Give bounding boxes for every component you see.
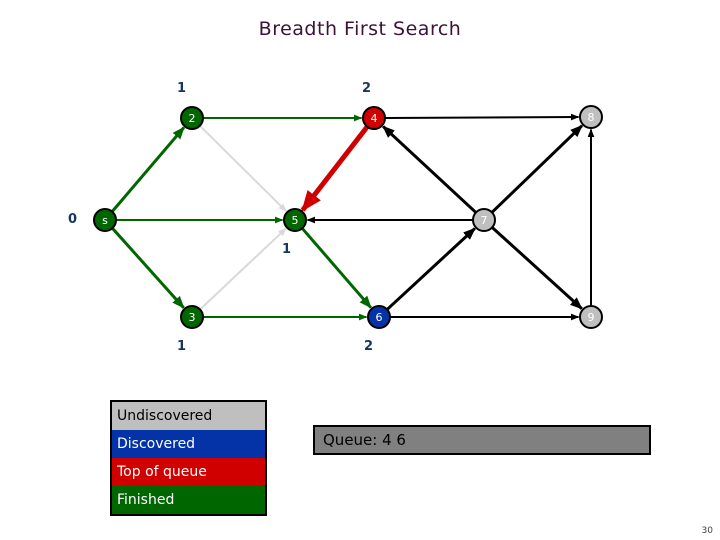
graph-edge-7-4 — [382, 125, 477, 214]
node-label-7: 7 — [481, 214, 488, 227]
graph-edge-5-6 — [301, 227, 372, 309]
graph-node-6[interactable]: 6 — [367, 305, 391, 329]
page-number: 30 — [701, 526, 713, 536]
node-circle-3 — [180, 305, 204, 329]
node-label-9: 9 — [588, 311, 595, 324]
graph-node-4[interactable]: 4 — [362, 106, 386, 130]
distance-label-6: 2 — [364, 339, 374, 354]
graph-edge-s-3 — [111, 227, 185, 309]
graph-edge-7-8 — [491, 124, 584, 214]
node-label-5: 5 — [292, 214, 299, 227]
node-circle-6 — [367, 305, 391, 329]
node-circle-8 — [579, 105, 603, 129]
distance-label-2: 1 — [177, 81, 187, 96]
node-layer: s 2 3 5 4 6 7 8 9 — [93, 105, 603, 329]
graph-edge-2-5 — [199, 125, 287, 212]
node-label-3: 3 — [189, 311, 196, 324]
graph-node-7[interactable]: 7 — [472, 208, 496, 232]
node-circle-9 — [579, 305, 603, 329]
node-label-s: s — [102, 214, 108, 227]
graph-edge-3-5 — [199, 227, 287, 310]
graph-node-2[interactable]: 2 — [180, 106, 204, 130]
distance-label-4: 2 — [362, 81, 372, 96]
graph-edge-4-8 — [385, 113, 580, 121]
edge-layer — [111, 113, 595, 321]
graph-node-s[interactable]: s — [93, 208, 117, 232]
page-title: Breadth First Search — [258, 18, 462, 40]
legend-row-finished: Finished — [112, 486, 265, 514]
node-circle-4 — [362, 106, 386, 130]
node-label-4: 4 — [371, 112, 378, 125]
legend-row-discovered: Discovered — [112, 430, 265, 458]
node-circle-s — [93, 208, 117, 232]
graph-edge-6-7 — [386, 227, 476, 311]
graph-node-8[interactable]: 8 — [579, 105, 603, 129]
graph-edge-s-2 — [111, 126, 186, 213]
node-label-8: 8 — [588, 111, 595, 124]
node-circle-5 — [283, 208, 307, 232]
graph-node-3[interactable]: 3 — [180, 305, 204, 329]
graph-node-9[interactable]: 9 — [579, 305, 603, 329]
graph-edge-4-5 — [300, 125, 369, 212]
node-circle-7 — [472, 208, 496, 232]
node-label-6: 6 — [376, 311, 383, 324]
graph-node-5[interactable]: 5 — [283, 208, 307, 232]
legend-row-top-of-queue: Top of queue — [112, 458, 265, 486]
queue-status-box: Queue: 4 6 — [313, 425, 651, 455]
distance-label-5: 1 — [282, 242, 292, 257]
distance-label-s: 0 — [68, 212, 78, 227]
distance-label-3: 1 — [177, 339, 187, 354]
node-circle-2 — [180, 106, 204, 130]
node-label-2: 2 — [189, 112, 196, 125]
legend-row-undiscovered: Undiscovered — [112, 402, 265, 430]
graph-edge-7-9 — [491, 226, 583, 310]
